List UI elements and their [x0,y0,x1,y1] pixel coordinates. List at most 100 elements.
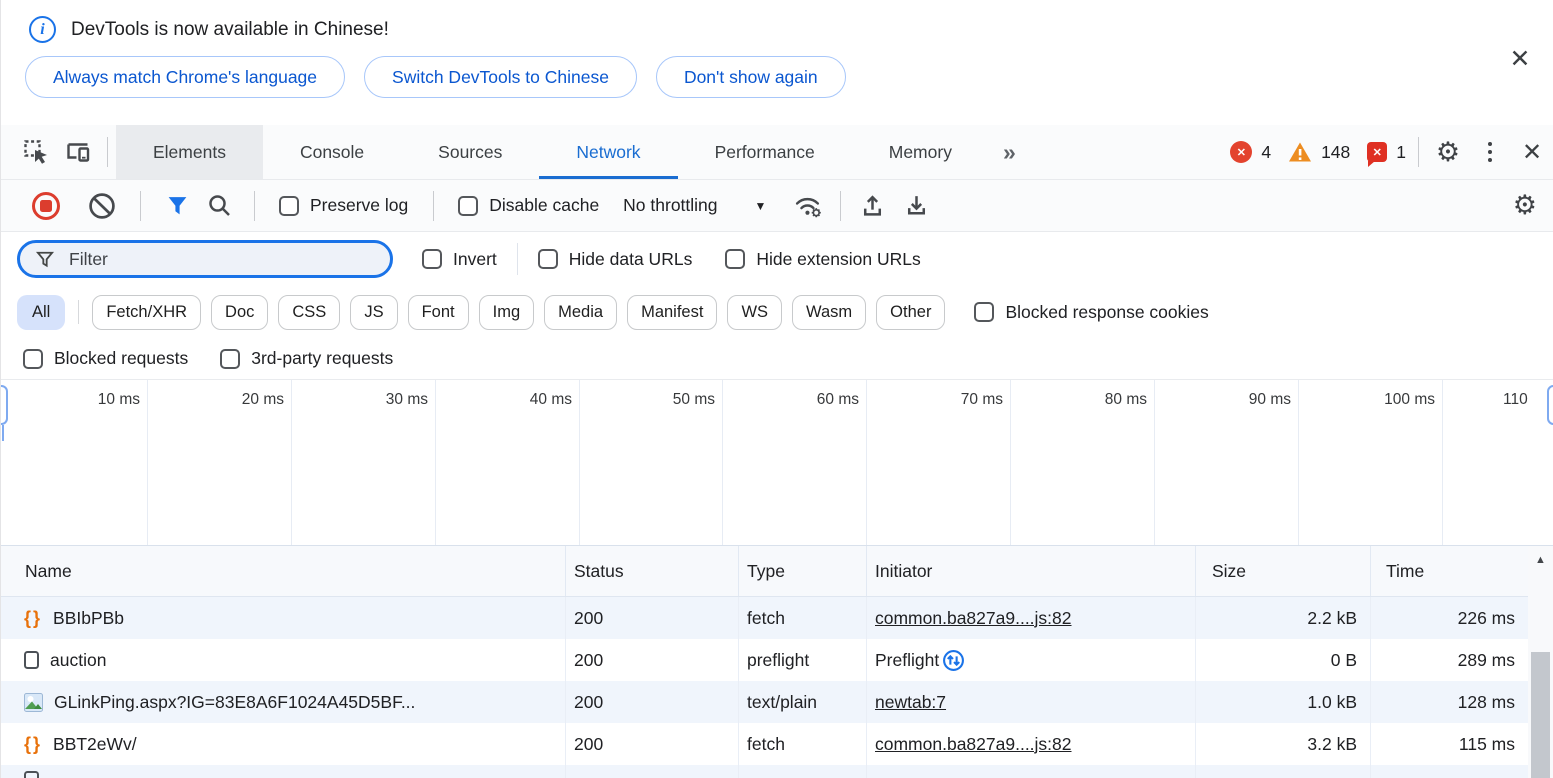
tab-memory[interactable]: Memory [888,141,952,162]
overview-left-handle[interactable] [1,385,8,441]
divider [516,243,518,275]
request-name: GLinkPing.aspx?IG=83E8A6F1024A45D5BF... [54,691,416,712]
pill-media[interactable]: Media [544,294,618,330]
inspect-element-icon[interactable] [15,125,57,179]
issues-icon[interactable]: ✕ [1367,142,1388,167]
scrollbar-thumb[interactable] [1531,652,1550,778]
table-row[interactable]: GLinkPing.aspx?IG=83E8A6F1024A45D5BF... … [1,681,1553,723]
gridline [579,380,580,545]
devtools-close-icon[interactable]: ✕ [1521,138,1543,166]
checkbox[interactable] [537,249,558,269]
clear-icon[interactable] [88,192,116,220]
column-header-time[interactable]: Time [1386,560,1425,581]
pill-doc[interactable]: Doc [211,294,269,330]
hide-data-urls-checkbox[interactable]: Hide data URLs [537,249,692,270]
invert-checkbox[interactable]: Invert [422,249,497,270]
pill-font[interactable]: Font [407,294,469,330]
throttling-select[interactable]: No throttling ▼ [623,195,766,216]
warning-icon[interactable] [1288,141,1312,163]
network-conditions-icon[interactable] [793,192,824,219]
table-row[interactable]: {} BBIbPBb 200 fetch common.ba827a9....j… [1,597,1553,639]
request-status: 200 [566,639,739,681]
pill-other[interactable]: Other [876,294,946,330]
device-toolbar-icon[interactable] [57,125,99,179]
match-chrome-language-button[interactable]: Always match Chrome's language [25,56,346,98]
network-settings-gear-icon[interactable]: ⚙ [1512,190,1537,220]
tab-console[interactable]: Console [299,141,365,162]
scroll-up-icon[interactable]: ▲ [1535,554,1546,566]
checkbox[interactable] [974,302,995,322]
pill-css[interactable]: CSS [278,294,341,330]
blocked-requests-checkbox[interactable]: Blocked requests [23,348,188,369]
request-status: 200 [566,597,739,639]
export-har-icon[interactable] [903,192,930,219]
filter-input[interactable] [67,247,347,271]
devtools-tabbar: Elements Console Sources Network Perform… [1,125,1553,180]
disable-cache-checkbox[interactable]: Disable cache [458,195,599,216]
overview-right-handle[interactable] [1547,385,1553,425]
request-status: 200 [566,723,739,765]
column-header-name[interactable]: Name [1,546,566,596]
table-row-partial[interactable] [1,765,1553,778]
initiator-link[interactable]: newtab:7 [875,691,947,712]
pill-wasm[interactable]: Wasm [792,294,867,330]
checkbox[interactable] [422,249,442,269]
banner-close-icon[interactable]: ✕ [1509,45,1531,73]
blocked-response-cookies-checkbox[interactable]: Blocked response cookies [974,302,1209,323]
column-header-status[interactable]: Status [566,546,739,596]
dont-show-again-button[interactable]: Don't show again [655,56,846,98]
tab-sources[interactable]: Sources [438,141,503,162]
request-time: 115 ms [1371,723,1529,765]
checkbox[interactable] [23,348,43,369]
vertical-scrollbar[interactable]: ▲ [1528,546,1553,778]
tick-label: 100 ms [1384,391,1435,408]
pill-manifest[interactable]: Manifest [627,294,718,330]
table-row[interactable]: auction 200 preflight Preflight 0 B 289 … [1,639,1553,681]
error-icon[interactable]: ✕ [1230,141,1253,163]
tab-elements[interactable]: Elements [116,125,263,179]
third-party-requests-checkbox[interactable]: 3rd-party requests [220,348,393,369]
pill-img[interactable]: Img [478,294,535,330]
settings-gear-icon[interactable]: ⚙ [1435,136,1461,167]
tab-performance[interactable]: Performance [714,141,815,162]
checkbox[interactable] [458,195,479,216]
initiator-link[interactable]: common.ba827a9....js:82 [875,607,1072,628]
tick-label: 10 ms [97,391,140,408]
request-name: BBIbPBb [53,607,125,628]
pill-ws[interactable]: WS [727,294,783,330]
column-header-initiator[interactable]: Initiator [867,546,1196,596]
pill-js[interactable]: JS [350,294,398,330]
preserve-log-checkbox[interactable]: Preserve log [279,195,408,216]
third-party-requests-label: 3rd-party requests [251,348,394,368]
divider [433,190,435,221]
tab-network[interactable]: Network [539,125,678,179]
chevron-down-icon: ▼ [754,198,767,213]
request-time: 226 ms [1371,597,1529,639]
divider [840,190,842,221]
initiator-text: Preflight [875,649,940,670]
table-row[interactable]: {} BBT2eWv/ 200 fetch common.ba827a9....… [1,723,1553,765]
checkbox[interactable] [279,195,299,216]
divider [1418,137,1419,167]
preserve-log-label: Preserve log [310,195,409,215]
request-type: fetch [739,723,867,765]
checkbox[interactable] [220,348,241,369]
filter-funnel-icon[interactable] [165,193,190,218]
checkbox[interactable] [725,249,746,269]
request-name: BBT2eWv/ [53,733,137,754]
initiator-link[interactable]: common.ba827a9....js:82 [875,733,1072,754]
preflight-icon[interactable] [942,649,965,672]
column-header-type[interactable]: Type [739,546,867,596]
pill-all[interactable]: All [17,294,66,330]
network-overview-ruler[interactable]: 10 ms 20 ms 30 ms 40 ms 50 ms 60 ms 70 m… [1,380,1553,546]
more-tabs-icon[interactable]: » [1002,138,1016,165]
kebab-menu-icon[interactable] [1469,125,1511,179]
record-icon[interactable] [32,191,60,220]
search-icon[interactable] [207,193,232,218]
pill-fetch-xhr[interactable]: Fetch/XHR [92,294,202,330]
switch-devtools-chinese-button[interactable]: Switch DevTools to Chinese [364,56,637,98]
column-header-size[interactable]: Size [1196,546,1371,596]
import-har-icon[interactable] [859,192,886,219]
hide-extension-urls-checkbox[interactable]: Hide extension URLs [725,249,921,270]
